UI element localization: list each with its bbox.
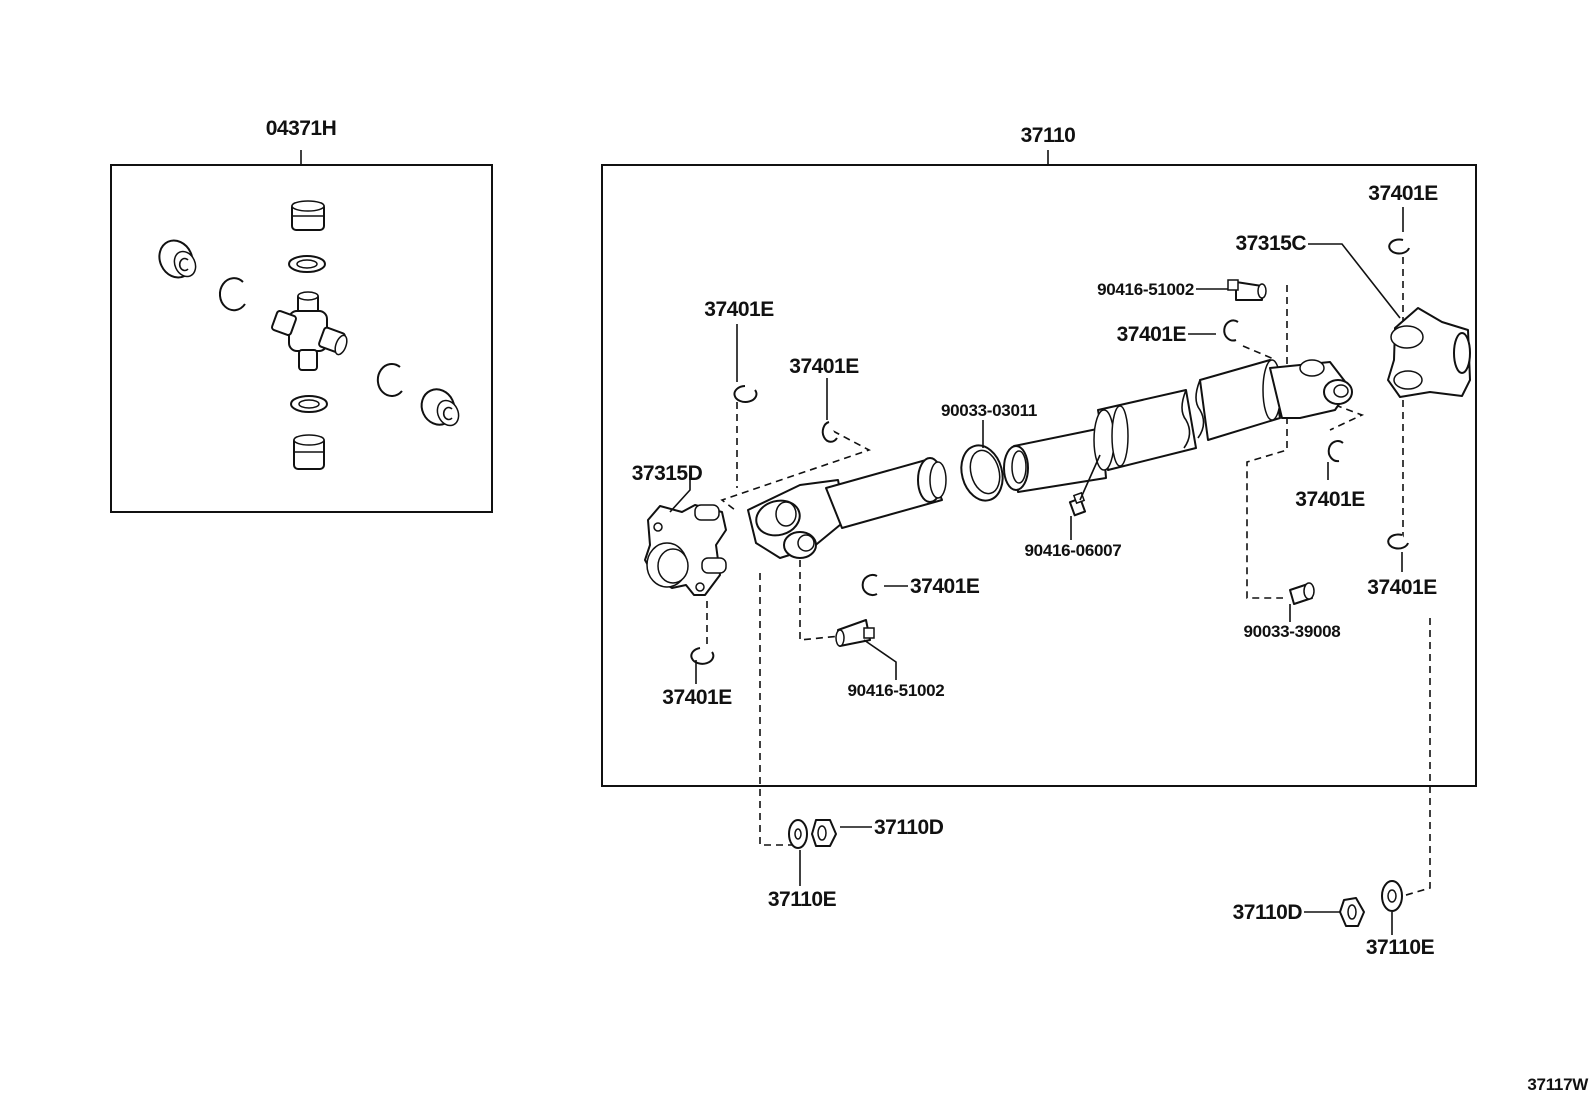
flange-yoke-37315C <box>1387 307 1471 398</box>
bearing-cup-bottom <box>293 434 325 470</box>
sleeve-yoke-front <box>747 457 947 559</box>
label-37110D-left[interactable]: 37110D <box>874 816 944 839</box>
universal-joint-kit-group: 04371H <box>110 117 493 513</box>
label-37315C[interactable]: 37315C <box>1235 232 1306 255</box>
assembly-guide-lines <box>706 257 1431 899</box>
nut-washer-left-group: 37110D 37110E <box>768 816 944 911</box>
label-37401E-left-second[interactable]: 37401E <box>789 355 859 378</box>
nut-37110D-left <box>811 819 837 847</box>
snap-ring-left <box>218 277 246 312</box>
label-37401E-right-lower[interactable]: 37401E <box>1295 488 1365 511</box>
plug-90033-39008 <box>1289 582 1315 605</box>
label-90033-39008[interactable]: 90033-39008 <box>1244 622 1341 641</box>
label-37401E-left-top[interactable]: 37401E <box>704 298 774 321</box>
label-90416-51002-bottom[interactable]: 90416-51002 <box>848 681 945 700</box>
rear-tube-yoke <box>1269 359 1353 419</box>
label-90033-03011[interactable]: 90033-03011 <box>941 401 1037 420</box>
flange-yoke-37315D <box>644 504 727 596</box>
label-37401E-bottom-left[interactable]: 37401E <box>662 686 732 709</box>
assembly-box <box>601 164 1477 787</box>
label-37401E-mid-right[interactable]: 37401E <box>1117 323 1187 346</box>
leader-lines <box>669 207 1404 684</box>
grease-fitting-90416-51002-top <box>1227 279 1267 301</box>
snap-ring-right <box>376 363 403 397</box>
bearing-cup-left <box>158 239 197 279</box>
label-37110E-right[interactable]: 37110E <box>1366 936 1435 959</box>
grease-fitting-90416-51002-bottom <box>835 619 875 647</box>
snap-ring-top <box>288 255 326 273</box>
label-37110D-right[interactable]: 37110D <box>1233 901 1303 924</box>
bearing-cup-right <box>420 388 460 427</box>
propeller-shaft-assembly-group: 37110 <box>601 124 1477 899</box>
grease-fitting-90416-06007 <box>1068 491 1087 517</box>
bearing-cup-top <box>291 200 325 231</box>
snap-ring-bottom <box>290 395 328 413</box>
label-90416-06007[interactable]: 90416-06007 <box>1025 541 1122 560</box>
snap-ring-clips <box>690 238 1410 665</box>
nut-washer-right-group: 37110D 37110E <box>1233 880 1435 959</box>
label-37401E-far-right-lower[interactable]: 37401E <box>1367 576 1437 599</box>
figure-code: 37117W <box>1527 1075 1589 1094</box>
label-37315D[interactable]: 37315D <box>632 462 703 485</box>
label-37110E-left[interactable]: 37110E <box>768 888 837 911</box>
propeller-shaft-tube <box>1003 359 1282 493</box>
label-37401E-top-right[interactable]: 37401E <box>1368 182 1438 205</box>
label-37110[interactable]: 37110 <box>1021 124 1076 147</box>
label-04371H[interactable]: 04371H <box>266 117 337 140</box>
nut-37110D-right <box>1339 897 1365 927</box>
label-90416-51002-top[interactable]: 90416-51002 <box>1097 280 1194 299</box>
label-37401E-left-lower[interactable]: 37401E <box>910 575 980 598</box>
spider-cross <box>271 291 348 371</box>
seal-90033-03011 <box>960 444 1004 502</box>
